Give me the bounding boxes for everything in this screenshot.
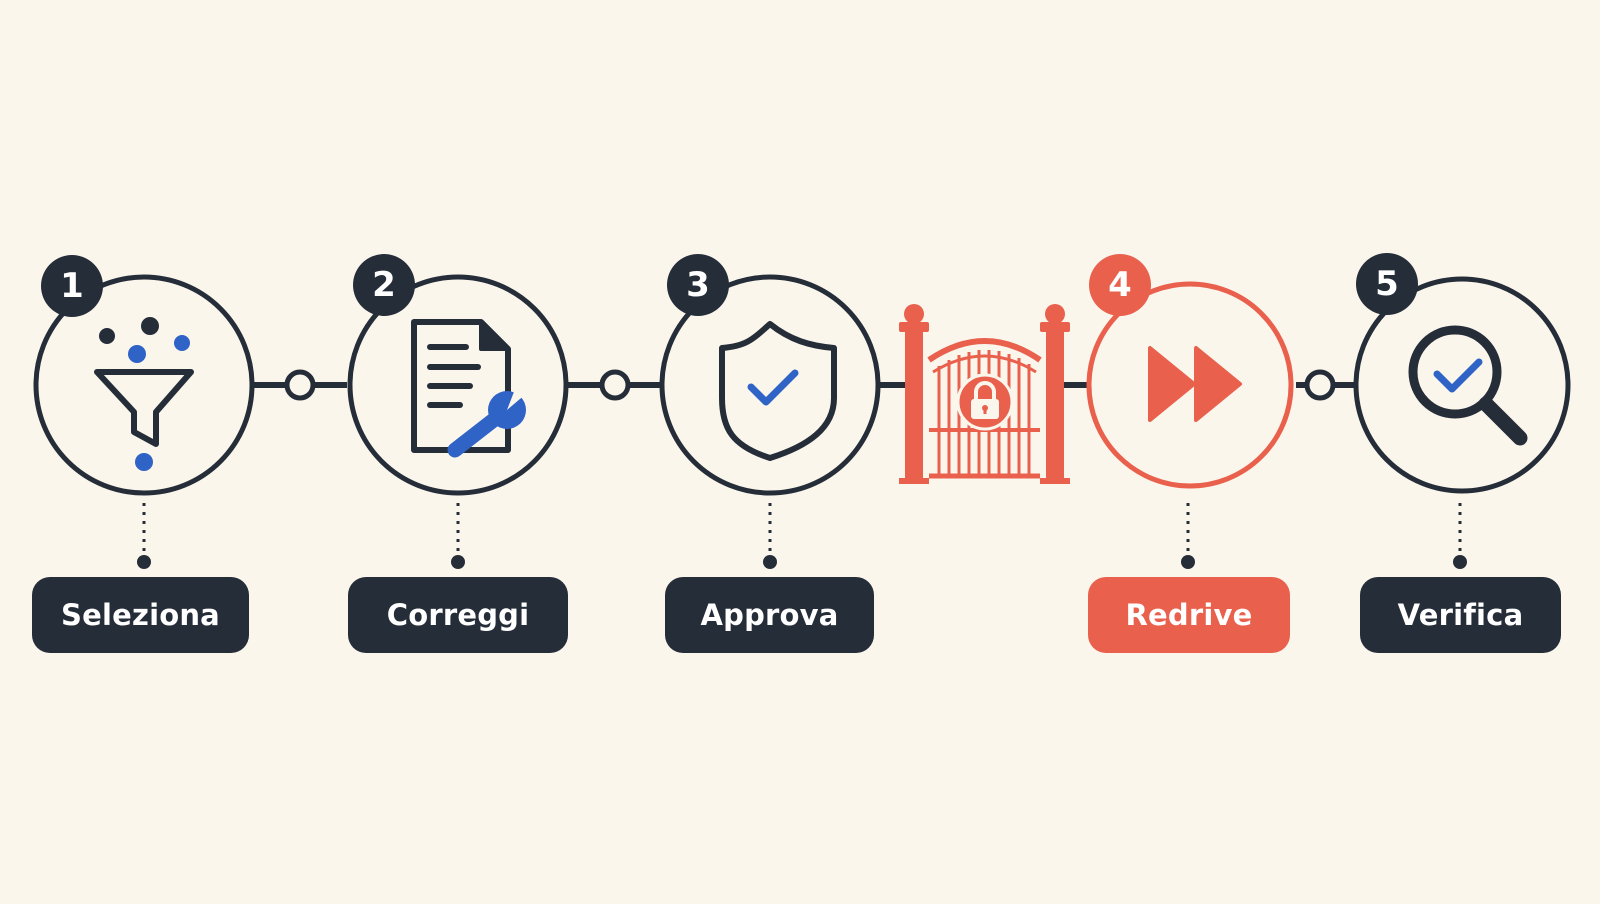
step-2-number: 2 (372, 265, 396, 305)
stem-dot (763, 555, 777, 569)
step-1-label: Seleziona (32, 577, 249, 653)
step-1-number: 1 (60, 266, 84, 306)
document-wrench-icon (411, 319, 527, 458)
step-3-number-badge: 3 (667, 254, 729, 316)
step-3-number: 3 (686, 265, 710, 305)
connector-node (284, 369, 316, 401)
step-4-number-badge: 4 (1089, 254, 1151, 316)
step-3-circle (659, 274, 881, 496)
step-2-label: Correggi (348, 577, 568, 653)
shield-check-icon (719, 321, 837, 461)
stem-dot (137, 555, 151, 569)
fast-forward-icon (1148, 346, 1242, 422)
magnifier-check-icon (1408, 325, 1528, 446)
padlock-icon (971, 381, 999, 419)
step-5-number: 5 (1375, 264, 1399, 304)
step-1-circle (33, 274, 255, 496)
step-4-label: Redrive (1088, 577, 1290, 653)
step-2-number-badge: 2 (353, 254, 415, 316)
connector-node (599, 369, 631, 401)
step-5-number-badge: 5 (1356, 253, 1418, 315)
stem-dot (1453, 555, 1467, 569)
step-5-label: Verifica (1360, 577, 1561, 653)
step-3-label: Approva (665, 577, 874, 653)
stem-dot (1181, 555, 1195, 569)
locked-gate-icon (899, 304, 1070, 484)
step-4-number: 4 (1108, 265, 1132, 305)
step-1-number-badge: 1 (41, 255, 103, 317)
funnel-icon (94, 317, 194, 471)
stem-dot (451, 555, 465, 569)
connector-node (1304, 369, 1336, 401)
